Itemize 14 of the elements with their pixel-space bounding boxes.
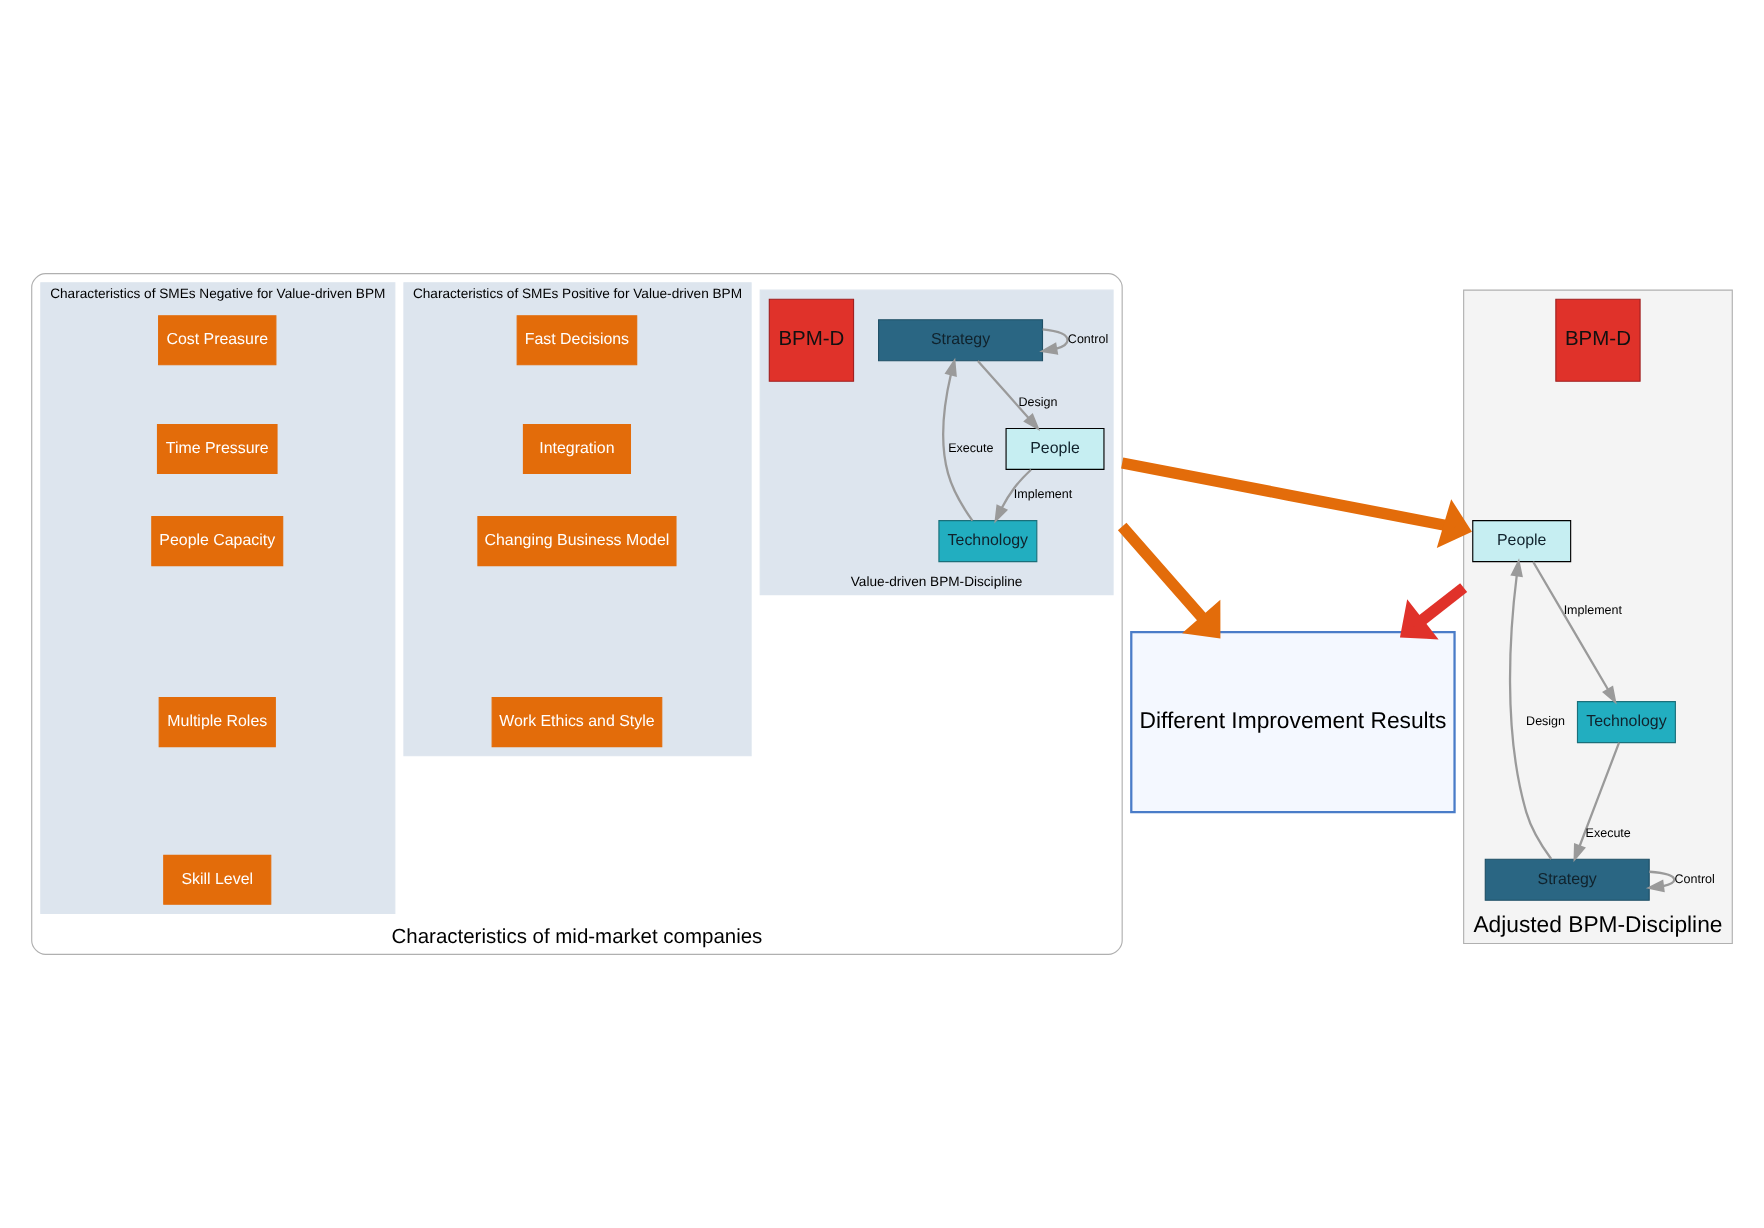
node-box: Different Improvement Results — [1130, 631, 1456, 814]
arrow — [1573, 742, 1621, 863]
arrow — [942, 357, 974, 522]
arrow — [977, 360, 1041, 431]
arrow — [994, 468, 1032, 524]
arrow — [1117, 522, 1221, 639]
node-box: BPM-D — [768, 298, 855, 382]
arrow — [1508, 558, 1553, 860]
arrow — [1532, 561, 1617, 705]
arrow — [1121, 457, 1472, 549]
arrow — [1399, 583, 1468, 640]
node-box: BPM-D — [1555, 298, 1641, 382]
arrow — [1645, 870, 1676, 893]
arrow — [1039, 328, 1069, 355]
